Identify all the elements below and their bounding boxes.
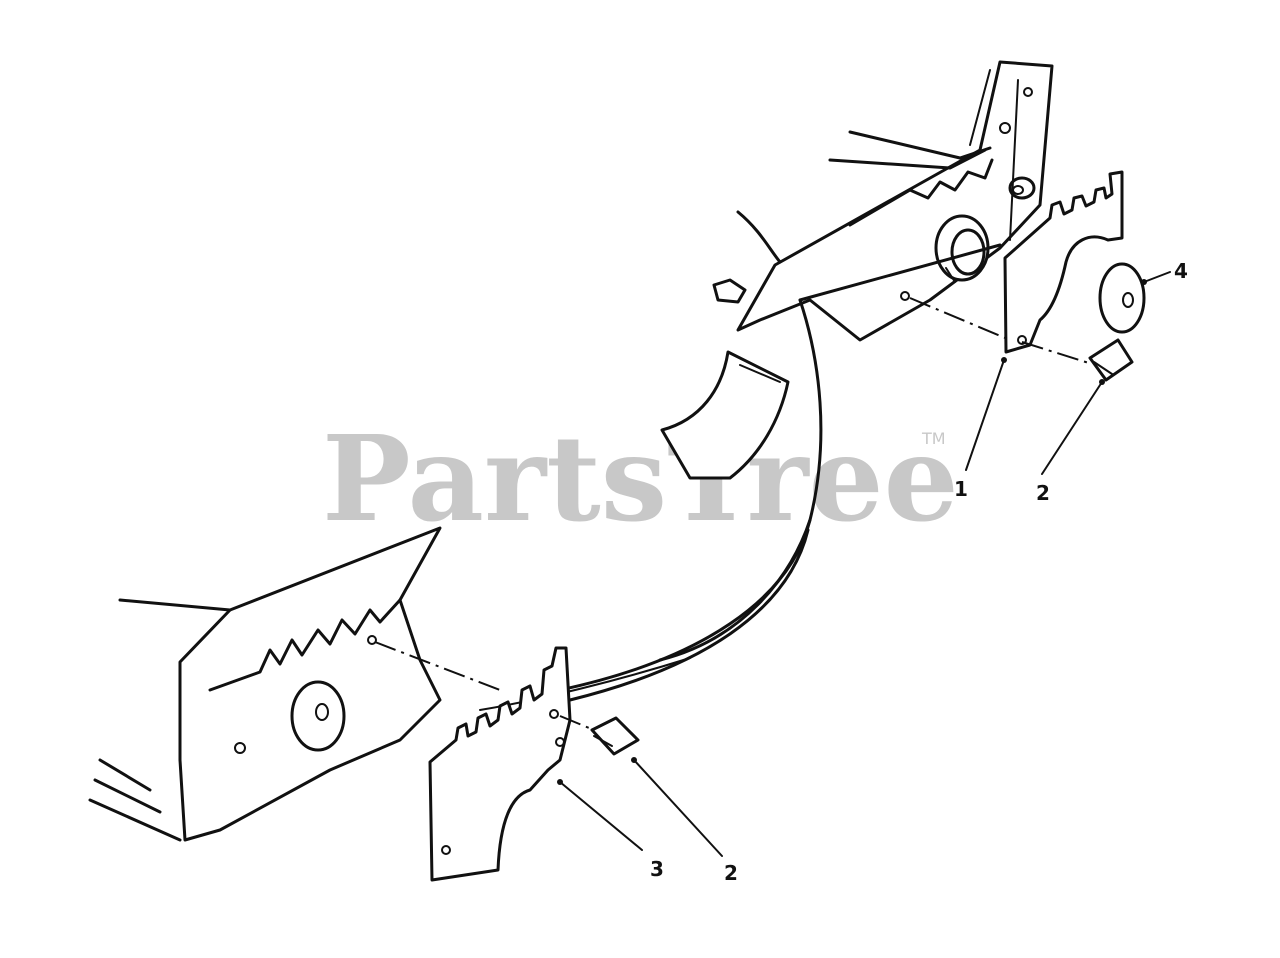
housing-pad [660, 350, 790, 480]
lower-housing [88, 526, 442, 842]
callout-1-upper: 1 [954, 477, 968, 501]
part-3-adjuster-plate-lower [428, 646, 572, 882]
part-2-bolt-lower [590, 716, 640, 756]
housing-curve [479, 518, 812, 711]
upper-housing [658, 60, 1054, 662]
watermark-text: PartsTree [322, 409, 959, 548]
part-1-adjuster-plate-upper [1003, 170, 1124, 354]
watermark-trademark: TM [921, 429, 946, 448]
part-2-bolt-upper [1088, 338, 1134, 382]
leader-lines [557, 271, 1171, 857]
callout-3: 3 [650, 857, 664, 881]
callout-2-upper: 2 [1036, 481, 1050, 505]
part-4-washer [1098, 262, 1146, 334]
watermark: PartsTree TM [322, 409, 959, 548]
alignment-lines [374, 297, 1093, 731]
callout-2-lower: 2 [724, 861, 738, 885]
callouts: 1 2 4 3 2 [650, 259, 1188, 885]
callout-4: 4 [1174, 259, 1188, 283]
